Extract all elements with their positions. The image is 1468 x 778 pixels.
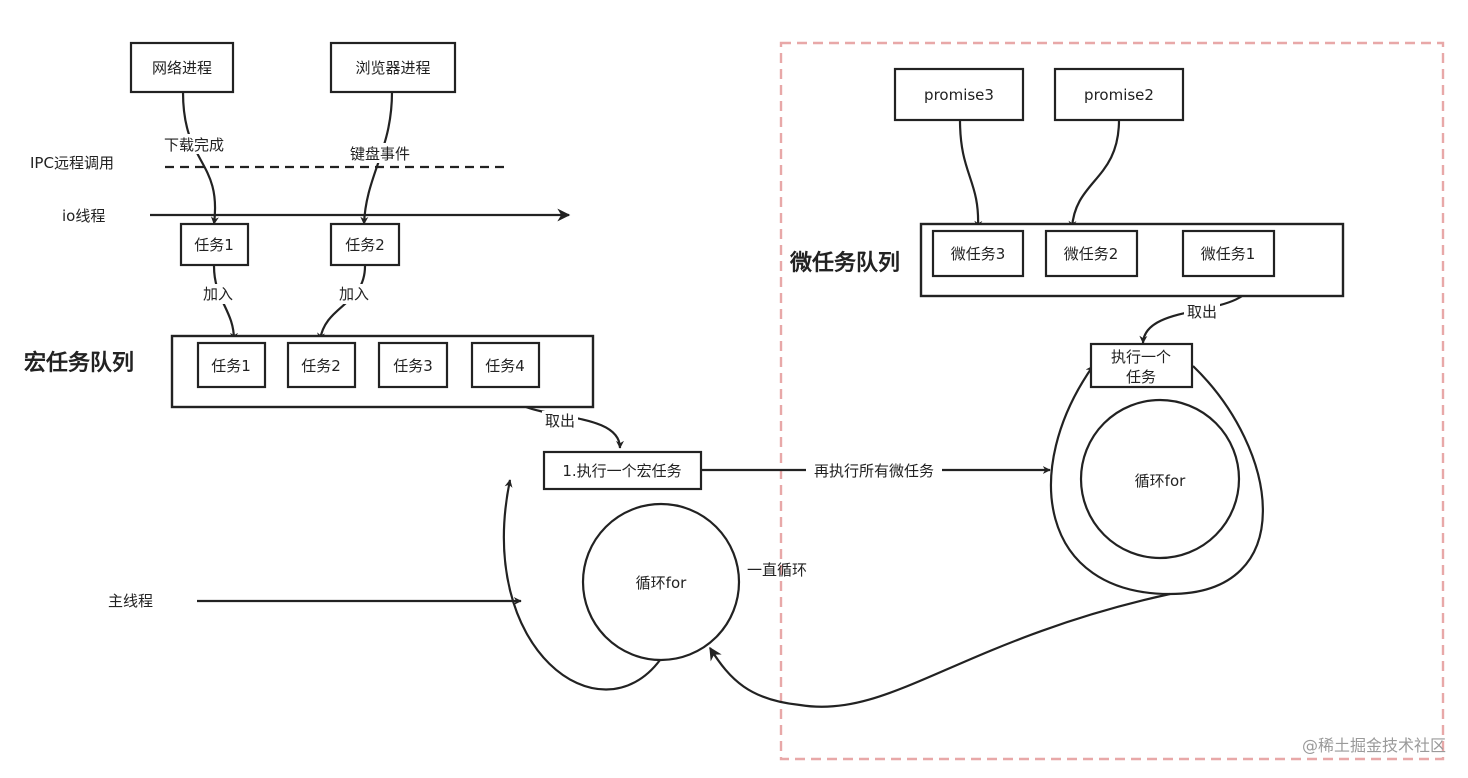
main-thread-label: 主线程	[108, 592, 153, 610]
io-task1-label: 任务1	[194, 236, 234, 254]
edge-label-add-2: 加入	[339, 285, 369, 303]
io-task2-box	[329, 222, 401, 267]
edge-micro-loop-right	[1169, 365, 1264, 596]
micro-queue-task3-box	[931, 229, 1025, 278]
main-loop-label: 循环for	[636, 574, 687, 592]
edge-label-download-done: 下载完成	[164, 136, 224, 154]
browser-process-label: 浏览器进程	[355, 59, 430, 77]
micro-queue-task1-box	[1181, 229, 1276, 278]
edge-label-take-out-macro: 取出	[545, 412, 575, 430]
network-process-box	[129, 41, 235, 94]
edge-label-run-all-micro: 再执行所有微任务	[814, 462, 934, 480]
exec-micro-label-line1: 执行一个	[1111, 348, 1171, 366]
edge-label-take-out-micro: 取出	[1187, 303, 1217, 321]
micro-queue-task1-label: 微任务1	[1201, 245, 1256, 263]
micro-loop-circle	[1079, 398, 1241, 560]
macro-queue-task4-label: 任务4	[485, 357, 525, 375]
edge-micro-loop-left	[1050, 365, 1171, 596]
macro-queue-task2-label: 任务2	[301, 357, 341, 375]
watermark: @稀土掘金技术社区	[1302, 736, 1446, 755]
promise2-box	[1053, 67, 1185, 122]
promise3-box	[893, 67, 1025, 122]
io-task2-label: 任务2	[345, 236, 385, 254]
macro-queue-task1-label: 任务1	[211, 357, 251, 375]
exec-macro-label: 1.执行一个宏任务	[562, 462, 681, 480]
edge-return-to-main-loop	[709, 592, 1171, 708]
edge-download-done	[181, 91, 219, 225]
edge-add-1	[212, 265, 238, 341]
macro-queue-task3-box	[377, 341, 449, 389]
edge-main-loop	[503, 479, 661, 691]
network-process-label: 网络进程	[152, 59, 212, 77]
microtask-region	[779, 41, 1445, 761]
exec-micro-box	[1089, 342, 1194, 389]
io-thread-label: io线程	[62, 207, 105, 225]
edge-promise2-to-micro2	[1068, 119, 1121, 229]
exec-macro-box	[542, 450, 703, 491]
promise3-label: promise3	[924, 86, 994, 104]
micro-queue-task3-label: 微任务3	[951, 245, 1006, 263]
edge-label-add-1: 加入	[203, 285, 233, 303]
micro-queue-task2-box	[1044, 229, 1139, 278]
macro-queue-title: 宏任务队列	[24, 350, 134, 376]
edge-label-keyboard-event: 键盘事件	[350, 145, 410, 163]
promise2-label: promise2	[1084, 86, 1154, 104]
edge-promise3-to-micro3	[958, 119, 983, 229]
micro-loop-label: 循环for	[1135, 472, 1186, 490]
macro-queue-task2-box	[286, 341, 357, 389]
ipc-label: IPC远程调用	[30, 154, 114, 172]
main-loop-circle	[581, 502, 741, 662]
edge-label-loop-forever: 一直循环	[747, 561, 807, 579]
macro-queue-task3-label: 任务3	[393, 357, 433, 375]
browser-process-box	[329, 41, 457, 94]
macro-queue-task4-box	[470, 341, 541, 389]
micro-queue-task2-label: 微任务2	[1064, 245, 1119, 263]
exec-micro-label-line2: 任务	[1126, 368, 1156, 386]
edge-add-2	[317, 265, 367, 341]
micro-queue-title: 微任务队列	[789, 250, 900, 276]
io-task1-box	[179, 222, 250, 267]
macro-queue-task1-box	[196, 341, 267, 389]
